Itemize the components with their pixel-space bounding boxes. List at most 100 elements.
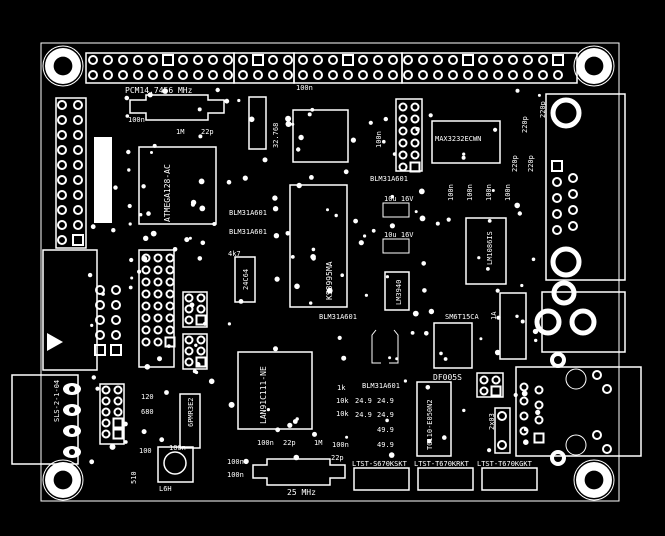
square-pad (195, 356, 207, 368)
via (101, 292, 105, 296)
round-pad (253, 70, 263, 80)
crystal-top-label: PCM14.7456 MHz (125, 86, 193, 95)
via (190, 202, 196, 207)
via (392, 152, 397, 156)
via (90, 224, 96, 230)
round-pad (418, 55, 428, 65)
round-pad (478, 70, 488, 80)
label-22p: 22p (201, 128, 214, 136)
round-pad (101, 396, 111, 406)
via (443, 357, 448, 361)
ethernet-ic-label: LAN91C111-NE (259, 366, 268, 424)
mounting-hole-ring (573, 459, 615, 501)
via (307, 112, 312, 117)
round-pad (178, 55, 188, 65)
round-pad (196, 346, 206, 356)
jumper-header (476, 372, 504, 398)
round-pad (101, 418, 111, 428)
magnetics-label: TG110-E050N2 (426, 399, 434, 450)
round-pad (153, 337, 163, 347)
via (123, 440, 128, 444)
label-100n-k: 100n (169, 444, 186, 452)
mounting-hole-ring (573, 45, 615, 87)
via (125, 114, 130, 118)
via (364, 293, 368, 297)
round-pad (448, 70, 458, 80)
via (487, 219, 492, 223)
label-220p-1: 220p (521, 116, 529, 133)
round-pad (73, 175, 83, 185)
via (520, 319, 525, 324)
mounting-hole-ring (42, 459, 84, 501)
round-pad (95, 315, 105, 325)
crystal-top-outline (129, 94, 225, 121)
db9-flange (545, 93, 620, 281)
via (296, 147, 301, 152)
label-220p-3: 220p (511, 155, 519, 172)
via (293, 454, 300, 461)
round-pad (141, 325, 151, 335)
via (496, 315, 501, 320)
round-pad (534, 400, 544, 410)
mounting-holes (42, 45, 615, 501)
label-100n-h: 100n (257, 439, 274, 447)
round-pad (184, 335, 194, 345)
label-100n-c: 100n (485, 184, 493, 201)
via (389, 223, 395, 229)
via (273, 346, 278, 352)
round-pad (298, 55, 308, 65)
round-pad (133, 55, 143, 65)
round-pad (493, 55, 503, 65)
via (311, 247, 316, 252)
label-1m-b: 1M (314, 439, 322, 447)
round-pad (165, 253, 175, 263)
round-pad (388, 70, 398, 80)
via (419, 215, 426, 222)
round-pad (118, 70, 128, 80)
round-pad (493, 70, 503, 80)
rtc-crystal-outline (248, 96, 267, 150)
via (275, 427, 281, 433)
round-pad (491, 375, 501, 385)
via (414, 210, 418, 214)
round-pad (328, 55, 338, 65)
via (126, 149, 131, 155)
square-pad (490, 385, 502, 397)
round-pad (57, 205, 67, 215)
round-pad (153, 325, 163, 335)
mcu-label: ATMEGA128-AC (163, 164, 172, 222)
round-pad (208, 70, 218, 80)
via (418, 188, 425, 195)
via (371, 228, 376, 233)
terminal-pad-hole (69, 449, 75, 455)
bridge-label: DF005S (433, 373, 462, 382)
via (242, 175, 248, 181)
round-pad (298, 70, 308, 80)
via (531, 257, 536, 262)
round-pad (57, 175, 67, 185)
round-pad (57, 130, 67, 140)
round-pad (111, 330, 121, 340)
round-pad (141, 277, 151, 287)
crystal-bottom-outline (252, 458, 346, 486)
led1-label: LTST-S670KSKT (352, 460, 408, 468)
round-pad (73, 130, 83, 140)
via (124, 95, 130, 101)
round-pad (153, 301, 163, 311)
via (141, 184, 146, 189)
rs232-ic-outline (431, 120, 501, 164)
via (535, 409, 541, 415)
via (353, 218, 358, 224)
via (385, 418, 389, 423)
round-pad (57, 160, 67, 170)
ferrite-label-3: BLM31A601 (370, 175, 408, 183)
label-1k: 1k (337, 384, 346, 392)
round-pad (101, 407, 111, 417)
via (199, 205, 206, 212)
round-pad (410, 114, 420, 124)
square-pad (72, 234, 84, 246)
jumper-vertical (494, 407, 511, 454)
round-pad (508, 70, 518, 80)
label-22p-c: 22p (283, 439, 296, 447)
round-pad (165, 277, 175, 287)
